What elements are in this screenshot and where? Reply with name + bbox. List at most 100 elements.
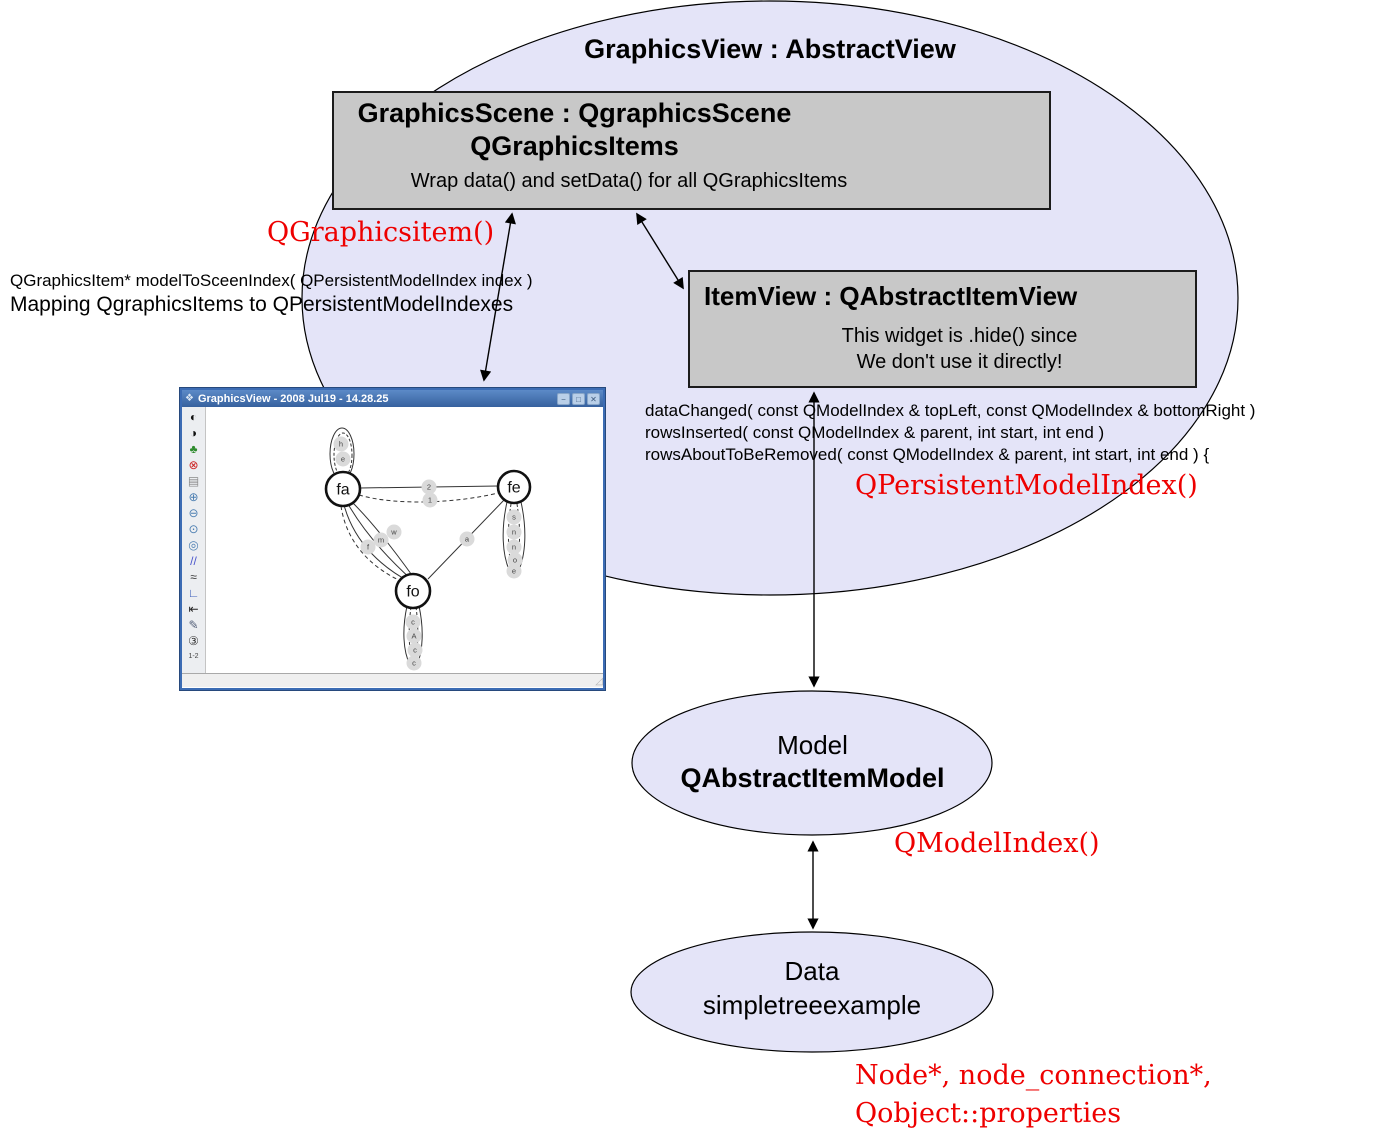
graphics-scene-title: GraphicsScene : QgraphicsScene	[357, 98, 792, 128]
graph-subnode-label: 1	[428, 496, 432, 505]
graph-subnode[interactable]: h	[333, 436, 349, 452]
graph-subnode[interactable]: w	[386, 524, 402, 540]
graph-subnode-label: n	[512, 543, 516, 552]
window-statusbar: ◿	[182, 673, 603, 687]
graphics-scene-note: Wrap data() and setData() for all QGraph…	[410, 170, 848, 192]
resize-grip[interactable]: ◿	[595, 676, 603, 687]
half-circle-left-icon[interactable]: ◐	[189, 410, 198, 424]
data-label-line1: Data	[784, 956, 840, 986]
zoom-out-icon[interactable]: ⊖	[188, 506, 199, 520]
item-view-note-line2: We don't use it directly!	[856, 351, 1063, 373]
mapping-note: QGraphicsItem* modelToSceenIndex( QPersi…	[10, 271, 533, 317]
draw-edge-icon[interactable]: //	[190, 554, 197, 568]
graph-subnode-label: e	[341, 455, 345, 464]
item-view-box: ItemView : QAbstractItemView This widget…	[688, 270, 1197, 388]
graph-subnode[interactable]: o	[507, 552, 523, 568]
graph-subnode[interactable]: A	[406, 628, 422, 644]
model-ellipse-label: Model QAbstractItemModel	[632, 729, 993, 795]
zoom-original-icon[interactable]: ⊙	[188, 522, 199, 536]
range-icon[interactable]: 1-2	[188, 653, 199, 660]
graph-node-label: fa	[336, 482, 349, 499]
graph-edge-fa-fo-3	[347, 503, 413, 581]
connector-scene-window	[480, 212, 516, 382]
annotation-node-types-line1: Node*, node_connection*,	[855, 1060, 1212, 1091]
axes-icon[interactable]: ∟	[187, 586, 200, 600]
graphicsview-window[interactable]: ❖ GraphicsView - 2008 Jul19 - 14.28.25 −…	[180, 388, 605, 690]
item-view-note: This widget is .hide() since We don't us…	[732, 323, 1187, 375]
graph-subnode[interactable]: 2	[421, 479, 437, 495]
delete-icon[interactable]: ⊗	[188, 458, 199, 472]
data-label-line2: simpletreeexample	[702, 990, 922, 1020]
graph-subnode[interactable]: a	[459, 531, 475, 547]
graph-subnode-label: n	[512, 528, 516, 537]
annotation-qmodelindex: QModelIndex()	[894, 828, 1100, 859]
graph-subnode[interactable]: e	[335, 451, 351, 467]
window-icon: ❖	[185, 392, 194, 404]
graph-node-fa[interactable]: fa	[324, 470, 362, 508]
minimize-button[interactable]: −	[557, 392, 570, 405]
print-icon[interactable]: ▤	[187, 474, 200, 488]
graph-subnode[interactable]: c	[406, 655, 422, 671]
item-view-title: ItemView : QAbstractItemView	[704, 281, 1078, 311]
annotation-node-types: Node*, node_connection*, Qobject::proper…	[855, 1057, 1212, 1133]
mapping-note-signature: QGraphicsItem* modelToSceenIndex( QPersi…	[10, 271, 533, 290]
graph-subnode[interactable]: s	[506, 509, 522, 525]
annotation-qgraphicsitem: QGraphicsitem()	[267, 217, 495, 248]
window-toolbar: ◐ ◑ ♣ ⊗ ▤ ⊕ ⊖ ⊙ ◎ // ≈ ∟ ⇤ ✎ ③ 1-2	[182, 407, 206, 673]
data-ellipse-label: Data simpletreeexample	[631, 954, 993, 1022]
window-titlebar[interactable]: ❖ GraphicsView - 2008 Jul19 - 14.28.25 −…	[182, 390, 603, 407]
graph-node-label: fe	[507, 480, 520, 497]
graph-subnode-label: f	[367, 543, 370, 552]
graph-node-fo[interactable]: fo	[394, 572, 432, 610]
graph-subnode[interactable]: n	[506, 524, 522, 540]
graph-edge-fa-fo-1	[340, 505, 409, 585]
align-icon[interactable]: ⇤	[188, 602, 199, 616]
graph-subnode-label: c	[413, 646, 417, 655]
graph-subnode-label: e	[512, 567, 516, 576]
model-ellipse	[631, 690, 993, 836]
pencil-icon[interactable]: ✎	[188, 618, 199, 632]
zoom-fit-icon[interactable]: ◎	[188, 538, 199, 552]
graph-subnode-label: c	[412, 659, 416, 668]
item-view-note-line1: This widget is .hide() since	[841, 325, 1078, 347]
graph-subnode[interactable]: n	[506, 539, 522, 555]
graph-subnode[interactable]: m	[373, 532, 389, 548]
callback-rowsabouttoberemoved: rowsAboutToBeRemoved( const QModelIndex …	[645, 445, 1210, 464]
graph-subnode-label: s	[512, 513, 516, 522]
callback-signatures: dataChanged( const QModelIndex & topLeft…	[645, 400, 1255, 466]
step-count-icon[interactable]: ③	[188, 634, 199, 648]
graph-subnode[interactable]: e	[506, 563, 522, 579]
maximize-button[interactable]: □	[572, 392, 585, 405]
graph-subnode-label: A	[411, 632, 416, 641]
graph-subnode-label: 2	[427, 483, 431, 492]
curve-icon[interactable]: ≈	[190, 570, 197, 584]
connector-scene-itemview	[636, 212, 684, 290]
model-label-line2: QAbstractItemModel	[680, 763, 945, 793]
graph-subnode-label: o	[513, 556, 517, 565]
annotation-node-types-line2: Qobject::properties	[855, 1098, 1122, 1129]
graph-subnode-label: h	[339, 440, 343, 449]
callback-datachanged: dataChanged( const QModelIndex & topLeft…	[645, 401, 1256, 420]
window-content: ◐ ◑ ♣ ⊗ ▤ ⊕ ⊖ ⊙ ◎ // ≈ ∟ ⇤ ✎ ③ 1-2	[182, 407, 603, 673]
graph-subnode-label: c	[411, 618, 415, 627]
graphics-scene-subtitle-items: QGraphicsItems	[470, 131, 679, 161]
tree-icon[interactable]: ♣	[189, 442, 198, 456]
graph-subnode-label: a	[465, 535, 470, 544]
graph-subnode[interactable]: c	[405, 614, 421, 630]
window-title: GraphicsView - 2008 Jul19 - 14.28.25	[197, 392, 389, 405]
graph-subnode-label: w	[390, 528, 397, 537]
model-label-line1: Model	[777, 730, 848, 760]
graph-subnode[interactable]: f	[360, 539, 376, 555]
zoom-in-icon[interactable]: ⊕	[188, 490, 199, 504]
close-button[interactable]: ✕	[587, 392, 600, 405]
graph-node-fe[interactable]: fe	[496, 469, 532, 505]
window-controls: −□✕	[557, 392, 600, 405]
half-circle-right-icon[interactable]: ◑	[189, 426, 198, 440]
graph-subnode[interactable]: c	[407, 642, 423, 658]
graph-subnode-label: m	[378, 536, 384, 545]
annotation-qpersistentmodelindex: QPersistentModelIndex()	[855, 470, 1198, 501]
graph-subnode[interactable]: 1	[422, 492, 438, 508]
